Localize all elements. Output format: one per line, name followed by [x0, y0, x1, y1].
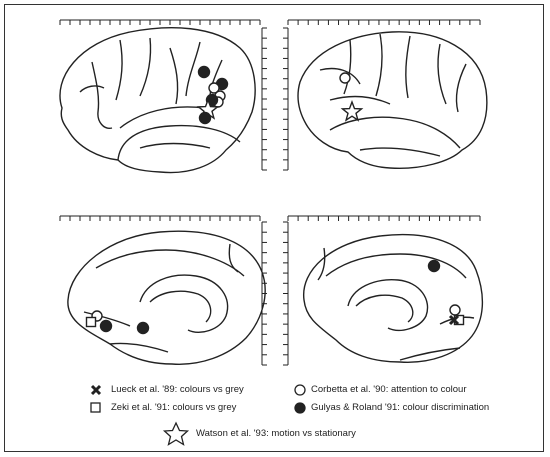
marker-filled-circle — [427, 259, 441, 273]
legend-symbols — [90, 384, 306, 446]
x-cross-icon — [90, 384, 102, 396]
legend-corbetta-label: Corbetta et al. '90: attention to colour — [311, 384, 467, 395]
legend-watson-label: Watson et al. '93: motion vs stationary — [196, 428, 356, 439]
coordinate-rulers — [59, 19, 481, 366]
filled-circle-icon — [294, 402, 306, 414]
brain-medial-left — [67, 230, 266, 365]
brain-medial-right — [303, 233, 484, 363]
open-circle-icon — [294, 384, 306, 396]
figure-frame — [4, 4, 544, 452]
marker-star — [340, 100, 364, 122]
marker-filled-circle — [198, 111, 212, 125]
activation-markers — [85, 65, 465, 335]
brain-lateral-left — [59, 27, 256, 174]
brain-lateral-right — [297, 31, 488, 170]
marker-x-cross — [448, 314, 460, 326]
star-icon — [162, 421, 190, 446]
marker-open-circle — [449, 304, 461, 316]
marker-open-circle — [208, 82, 220, 94]
legend-zeki-label: Zeki et al. '91: colours vs grey — [111, 402, 237, 413]
open-square-icon — [90, 402, 101, 413]
legend-gulyas-label: Gulyas & Roland '91: colour discriminati… — [311, 402, 490, 413]
marker-open-circle — [339, 72, 351, 84]
marker-filled-circle — [99, 319, 113, 333]
marker-filled-circle — [136, 321, 150, 335]
marker-filled-circle — [197, 65, 211, 79]
legend-lueck-label: Lueck et al. '89: colours vs grey — [111, 384, 244, 395]
marker-open-square — [85, 316, 97, 328]
